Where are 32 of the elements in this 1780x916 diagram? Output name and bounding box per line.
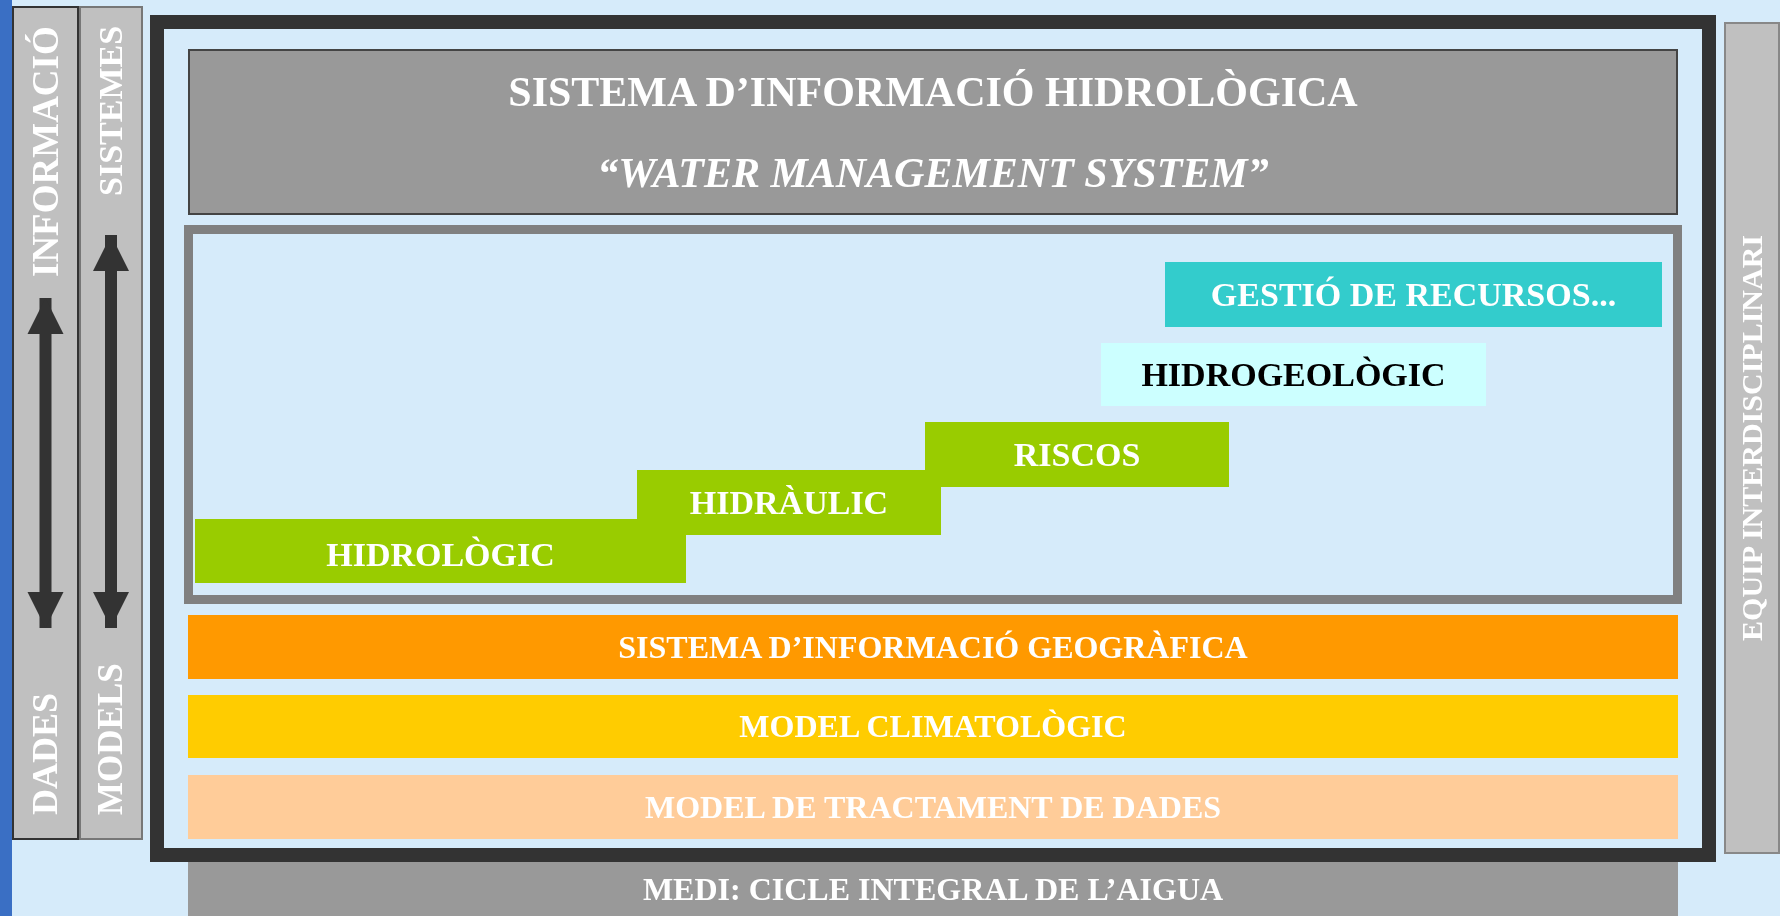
- step-box: [925, 422, 1229, 487]
- scale-bar: [12, 6, 79, 840]
- band-label: HIDRÀULIC: [689, 483, 889, 522]
- band-label: MEDI: CICLE INTEGRAL DE L’AIGUA: [642, 870, 1224, 908]
- side-label: EQUIP INTERDISCIPLINARI: [1735, 235, 1769, 641]
- step-box: [195, 519, 686, 583]
- side-bar: [1724, 22, 1780, 854]
- step-box: [1165, 262, 1662, 327]
- band-label: SISTEMA D’INFORMACIÓ GEOGRÀFICA: [618, 628, 1248, 666]
- side-label: INFORMACIÓ: [14, 26, 77, 294]
- step-box: [637, 470, 941, 535]
- scale-bar: [79, 6, 143, 840]
- side-label: DADES: [14, 632, 77, 815]
- title-banner: [188, 49, 1678, 215]
- side-label: MODELS: [81, 632, 141, 815]
- layer-band: [188, 615, 1678, 679]
- band-label: HIDROGEOLÒGIC: [1141, 355, 1446, 394]
- subtitle: “WATER MANAGEMENT SYSTEM”: [597, 148, 1269, 197]
- inner-frame: [184, 225, 1682, 604]
- title: SISTEMA D’INFORMACIÓ HIDROLÒGICA: [508, 67, 1358, 116]
- double-arrow: [27, 298, 64, 628]
- outer-frame: [150, 15, 1716, 862]
- base-band: [188, 862, 1678, 916]
- band-label: MODEL CLIMATOLÒGIC: [739, 708, 1127, 745]
- band-label: RISCOS: [1013, 435, 1141, 474]
- layer-band: [188, 775, 1678, 839]
- band-label: HIDROLÒGIC: [326, 536, 555, 574]
- band-label: GESTIÓ DE RECURSOS...: [1210, 275, 1617, 314]
- double-arrow: [93, 235, 129, 628]
- layer-band: [188, 695, 1678, 758]
- side-label: SISTEMES: [81, 26, 141, 231]
- band-label: MODEL DE TRACTAMENT DE DADES: [644, 788, 1222, 826]
